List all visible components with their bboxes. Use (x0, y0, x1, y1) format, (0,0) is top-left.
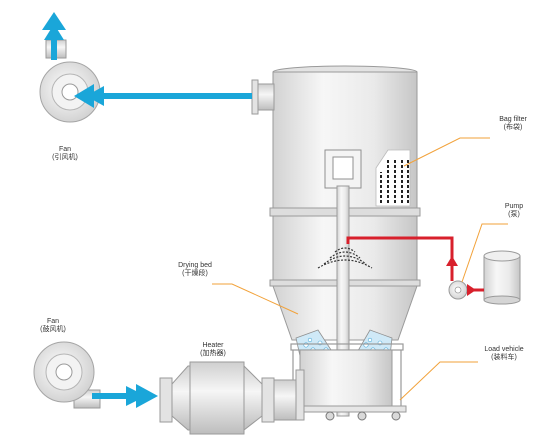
fan-top-label-zh: (引风机) (52, 154, 78, 161)
liquid-line-arrows (446, 256, 476, 296)
pump-label-zh: (泵) (508, 211, 520, 218)
exhaust-outlet (251, 79, 275, 115)
inlet-airflow (92, 384, 158, 408)
drying-bed-label: Drying bed (干燥段) (170, 262, 220, 278)
fan-bottom-label-en: Fan (46, 318, 60, 325)
heater-label-zh: (加热器) (200, 350, 226, 357)
bag-filter-label-zh: (布袋) (503, 124, 523, 131)
bag-filter-label: Bag filter (布袋) (488, 116, 538, 132)
bag-filter-label-en: Bag filter (499, 116, 527, 123)
load-vehicle-label-zh: (装料车) (491, 354, 517, 361)
fan-top-label-en: Fan (58, 146, 72, 153)
heater-label-en: Heater (202, 342, 224, 349)
load-vehicle (289, 343, 407, 421)
leader-lines (212, 137, 508, 401)
bag-filter-icon (375, 149, 411, 207)
fan-top-label: Fan (引风机) (40, 146, 90, 162)
pump-icon (448, 280, 468, 300)
liquid-tank-icon (483, 250, 521, 305)
heater (159, 361, 275, 435)
pump-label: Pump (泵) (494, 203, 534, 219)
load-vehicle-label-en: Load vehicle (484, 346, 524, 353)
exhaust-airflow (42, 12, 252, 108)
pump-label-en: Pump (504, 203, 524, 210)
fan-bottom-label: Fan (鼓风机) (28, 318, 78, 334)
drying-bed-label-en: Drying bed (178, 262, 212, 269)
fan-bottom-icon (33, 341, 101, 409)
fan-bottom-label-zh: (鼓风机) (40, 326, 66, 333)
load-vehicle-label: Load vehicle (装料车) (474, 346, 534, 362)
drying-bed-label-zh: (干燥段) (182, 270, 208, 277)
fan-top-icon (39, 39, 101, 123)
inlet-duct (273, 369, 305, 421)
heater-label: Heater (加热器) (188, 342, 238, 358)
spray-nozzle-icon (317, 247, 373, 269)
